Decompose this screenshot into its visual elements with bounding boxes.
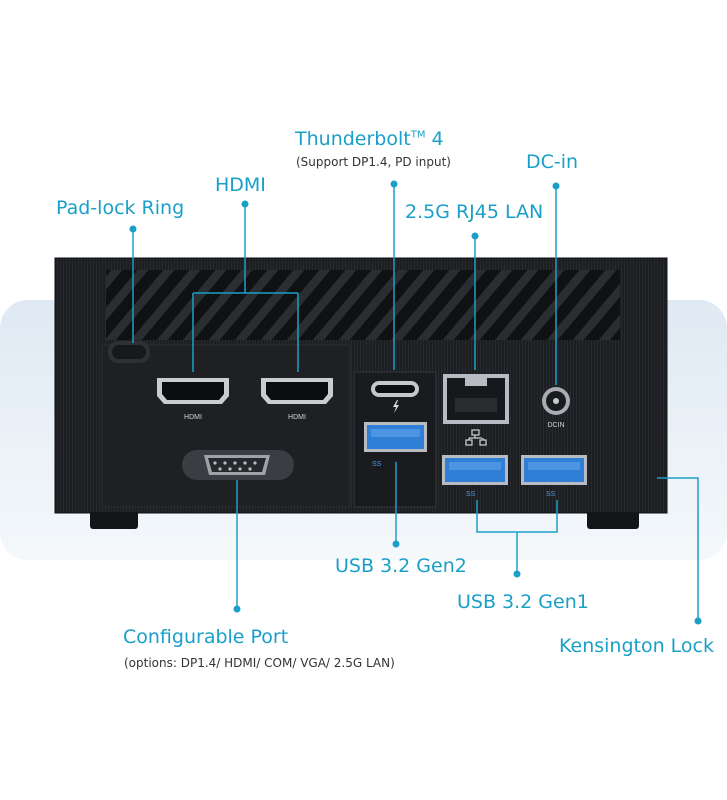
usb-gen2-label: USB 3.2 Gen2 xyxy=(335,555,467,577)
svg-text:SS: SS xyxy=(372,461,382,468)
vent-grille xyxy=(106,270,620,340)
thunderbolt-label: ThunderboltTM 4 xyxy=(295,128,444,150)
padlock-ring-label: Pad-lock Ring xyxy=(56,197,185,219)
hdmi-port-2: HDMI xyxy=(261,378,333,421)
hdmi-mark-2: HDMI xyxy=(288,414,306,421)
lan-label: 2.5G RJ45 LAN xyxy=(405,201,544,223)
rj45-port xyxy=(443,374,509,446)
thunderbolt-tm: TM xyxy=(410,129,426,141)
usb-gen1-label: USB 3.2 Gen1 xyxy=(457,591,589,613)
svg-text:SS: SS xyxy=(546,491,556,498)
config-panel xyxy=(101,344,351,508)
kensington-lock-label: Kensington Lock xyxy=(559,635,715,657)
configurable-port xyxy=(182,450,294,480)
dc-in-jack: DCIN xyxy=(542,387,570,429)
configurable-port-note: (options: DP1.4/ HDMI/ COM/ VGA/ 2.5G LA… xyxy=(124,656,395,670)
dcin-mark: DCIN xyxy=(547,422,564,429)
hdmi-callout xyxy=(192,205,299,372)
thunderbolt-text: Thunderbolt xyxy=(295,128,411,150)
usb-gen1-port-2: SS xyxy=(521,455,587,498)
usb-gen1-callout xyxy=(476,500,558,573)
usb-gen1-port-1: SS xyxy=(442,455,508,498)
configurable-port-label: Configurable Port xyxy=(123,626,289,648)
hdmi-mark-1: HDMI xyxy=(184,414,202,421)
hdmi-port-1: HDMI xyxy=(157,378,229,421)
thunderbolt-port xyxy=(371,381,419,413)
kensington-callout xyxy=(657,477,699,620)
usb-gen2-port: SS xyxy=(364,422,427,468)
dc-in-label: DC-in xyxy=(526,151,579,173)
thunderbolt-note: (Support DP1.4, PD input) xyxy=(296,155,451,169)
network-icon xyxy=(465,429,487,446)
hdmi-label: HDMI xyxy=(215,174,266,196)
svg-text:SS: SS xyxy=(466,491,476,498)
thunderbolt-version: 4 xyxy=(425,128,444,150)
